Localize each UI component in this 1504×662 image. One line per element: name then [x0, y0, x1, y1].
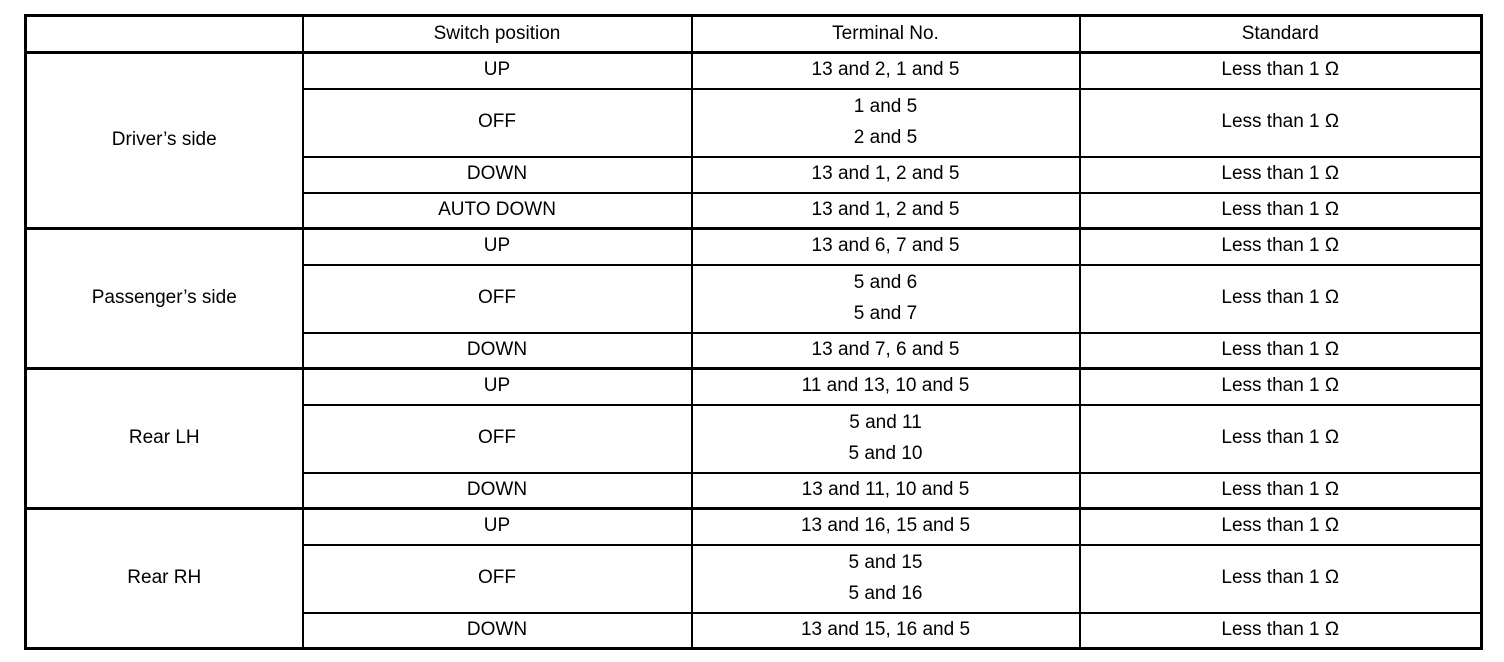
table-row: Rear RH UP 13 and 16, 15 and 5 Less than… [24, 507, 1483, 650]
position-cell: UP [301, 51, 693, 90]
table-row: DOWN 13 and 15, 16 and 5 Less than 1 Ω [26, 611, 1483, 650]
position-cell: UP [301, 367, 693, 406]
table-header-row: Switch position Terminal No. Standard [24, 14, 1483, 54]
standard-cell: Less than 1 Ω [1078, 155, 1483, 194]
standard-cell: Less than 1 Ω [1078, 191, 1483, 230]
table-row: OFF 5 and 11 5 and 10 Less than 1 Ω [26, 403, 1483, 474]
standard-cell: Less than 1 Ω [1078, 227, 1483, 266]
terminal-cell: 13 and 15, 16 and 5 [690, 611, 1081, 650]
terminal-cell: 5 and 11 5 and 10 [690, 403, 1081, 474]
position-cell: OFF [301, 403, 693, 474]
position-cell: UP [301, 227, 693, 266]
table-row: Rear LH UP 11 and 13, 10 and 5 Less than… [24, 367, 1483, 510]
standard-cell: Less than 1 Ω [1078, 403, 1483, 474]
side-cell-drivers-side: Driver’s side [24, 51, 304, 230]
standard-cell: Less than 1 Ω [1078, 51, 1483, 90]
table-row: DOWN 13 and 11, 10 and 5 Less than 1 Ω [26, 471, 1483, 510]
position-cell: DOWN [301, 331, 693, 370]
position-cell: DOWN [301, 155, 693, 194]
terminal-line: 1 and 5 [853, 96, 918, 118]
terminal-cell: 5 and 6 5 and 7 [690, 263, 1081, 334]
standard-cell: Less than 1 Ω [1078, 611, 1483, 650]
standard-cell: Less than 1 Ω [1078, 87, 1483, 158]
terminal-line: 5 and 16 [848, 582, 923, 604]
terminal-line: 5 and 11 [849, 412, 922, 434]
table-row: Passenger’s side UP 13 and 6, 7 and 5 Le… [24, 227, 1483, 370]
terminal-cell: 13 and 2, 1 and 5 [690, 51, 1081, 90]
standard-cell: Less than 1 Ω [1078, 263, 1483, 334]
table-row: DOWN 13 and 1, 2 and 5 Less than 1 Ω [26, 155, 1483, 194]
terminal-cell: 5 and 15 5 and 16 [690, 543, 1081, 614]
switch-continuity-table: Switch position Terminal No. Standard Dr… [24, 14, 1483, 650]
side-cell-rear-lh: Rear LH [24, 367, 304, 510]
terminal-line: 2 and 5 [853, 126, 918, 148]
position-cell: AUTO DOWN [301, 191, 693, 230]
table-row: DOWN 13 and 7, 6 and 5 Less than 1 Ω [26, 331, 1483, 370]
position-cell: DOWN [301, 611, 693, 650]
position-cell: OFF [301, 543, 693, 614]
table-row: Driver’s side UP 13 and 2, 1 and 5 Less … [24, 51, 1483, 230]
standard-cell: Less than 1 Ω [1078, 507, 1483, 546]
terminal-cell: 13 and 7, 6 and 5 [690, 331, 1081, 370]
standard-cell: Less than 1 Ω [1078, 367, 1483, 406]
table-row: AUTO DOWN 13 and 1, 2 and 5 Less than 1 … [26, 191, 1483, 230]
position-cell: UP [301, 507, 693, 546]
standard-cell: Less than 1 Ω [1078, 331, 1483, 370]
position-cell: OFF [301, 87, 693, 158]
table-row: OFF 5 and 6 5 and 7 Less than 1 Ω [26, 263, 1483, 334]
terminal-line: 5 and 10 [848, 442, 923, 464]
terminal-line: 5 and 15 [848, 552, 923, 574]
position-cell: OFF [301, 263, 693, 334]
terminal-cell: 13 and 16, 15 and 5 [690, 507, 1081, 546]
side-cell-rear-rh: Rear RH [24, 507, 304, 650]
terminal-cell: 13 and 6, 7 and 5 [690, 227, 1081, 266]
terminal-cell: 13 and 1, 2 and 5 [690, 155, 1081, 194]
header-standard: Standard [1078, 14, 1483, 54]
table-row: OFF 1 and 5 2 and 5 Less than 1 Ω [26, 87, 1483, 158]
side-cell-passengers-side: Passenger’s side [24, 227, 304, 370]
table-row: OFF 5 and 15 5 and 16 Less than 1 Ω [26, 543, 1483, 614]
terminal-cell: 1 and 5 2 and 5 [690, 87, 1081, 158]
terminal-cell: 13 and 11, 10 and 5 [690, 471, 1081, 510]
terminal-line: 5 and 6 [853, 272, 918, 294]
standard-cell: Less than 1 Ω [1078, 471, 1483, 510]
terminal-line: 5 and 7 [853, 302, 918, 324]
position-cell: DOWN [301, 471, 693, 510]
terminal-cell: 13 and 1, 2 and 5 [690, 191, 1081, 230]
standard-cell: Less than 1 Ω [1078, 543, 1483, 614]
terminal-cell: 11 and 13, 10 and 5 [690, 367, 1081, 406]
header-switch-position: Switch position [301, 14, 693, 54]
header-terminal-no: Terminal No. [690, 14, 1081, 54]
header-corner-cell [24, 14, 304, 54]
